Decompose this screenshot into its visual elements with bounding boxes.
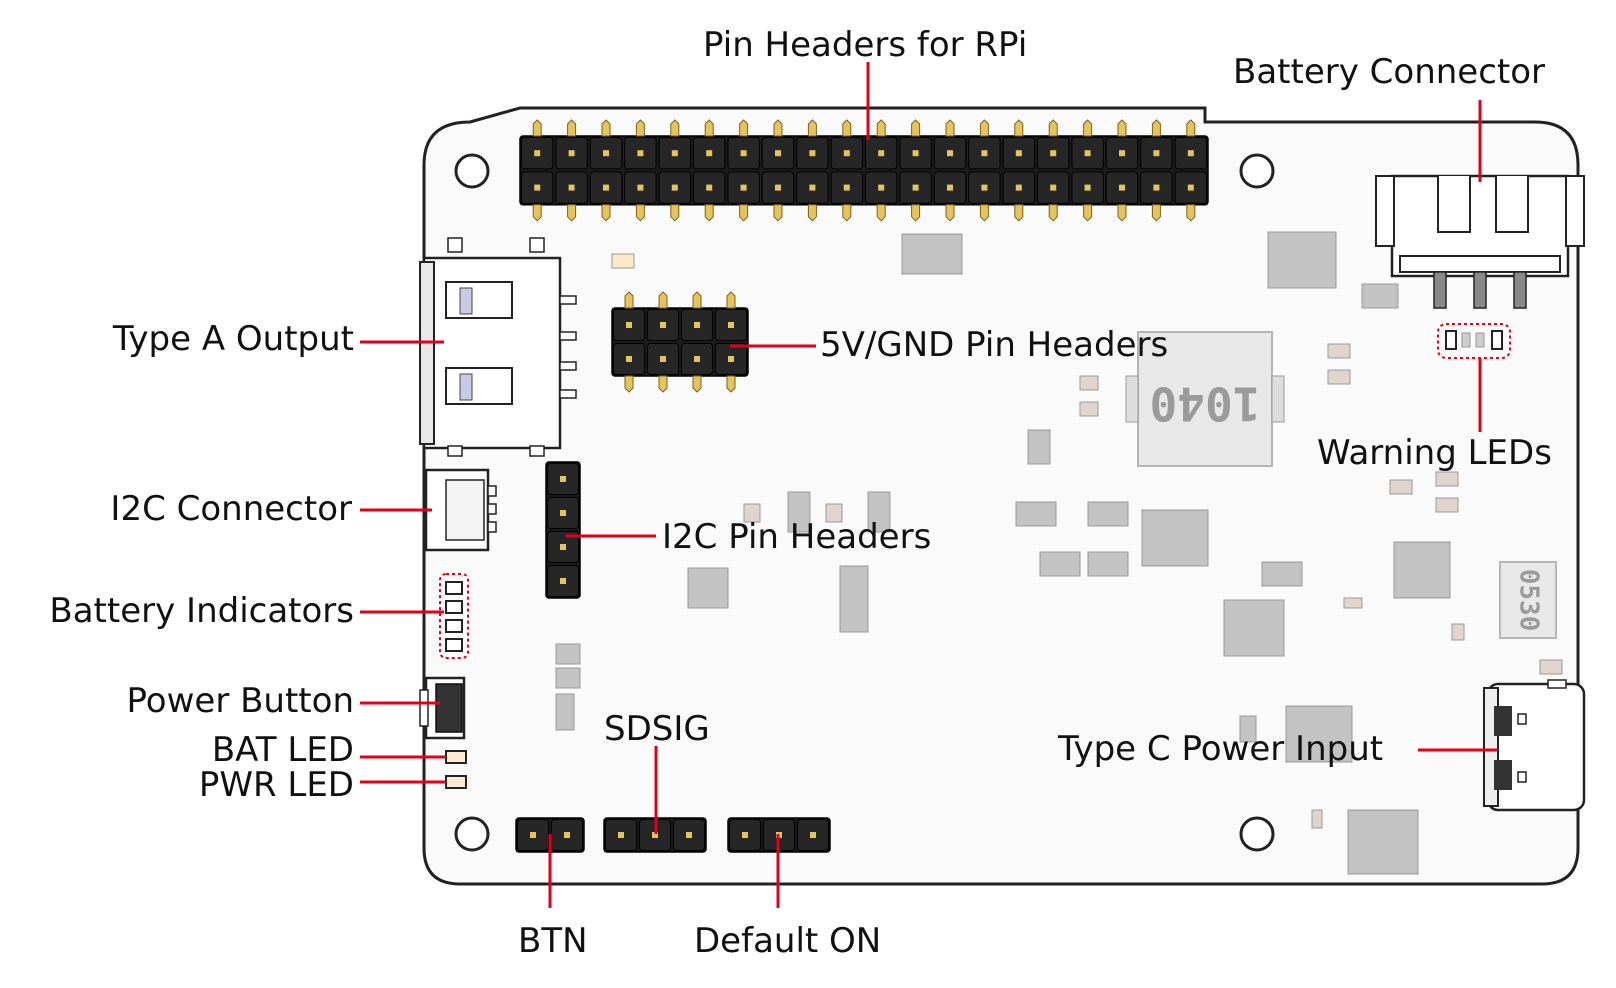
label-type-c-power-input: Type C Power Input xyxy=(1058,732,1383,766)
label-pwr-led: PWR LED xyxy=(199,768,354,802)
label-warning-leds: Warning LEDs xyxy=(1317,436,1552,470)
power-button xyxy=(420,678,464,738)
label-btn: BTN xyxy=(518,924,588,958)
label-default-on: Default ON xyxy=(694,924,881,958)
usb-type-a-connector xyxy=(420,238,576,456)
label-5v-gnd-pin-headers: 5V/GND Pin Headers xyxy=(820,328,1168,362)
usb-type-c-connector xyxy=(1484,680,1584,810)
label-bat-led: BAT LED xyxy=(212,733,354,767)
i2c-connector xyxy=(426,470,496,550)
label-type-a-output: Type A Output xyxy=(113,322,354,356)
label-pin-headers-rpi: Pin Headers for RPi xyxy=(703,28,1027,62)
inductor-large-marking: 1040 xyxy=(1150,377,1261,431)
label-i2c-connector: I2C Connector xyxy=(110,492,352,526)
i2c-pin-header xyxy=(546,462,580,598)
label-i2c-pin-headers: I2C Pin Headers xyxy=(662,520,931,554)
label-battery-connector: Battery Connector xyxy=(1233,55,1545,89)
label-sdsig: SDSIG xyxy=(604,712,710,746)
label-power-button: Power Button xyxy=(127,684,355,718)
label-battery-indicators: Battery Indicators xyxy=(49,594,354,628)
inductor-small-marking: 0530 xyxy=(1514,569,1544,632)
